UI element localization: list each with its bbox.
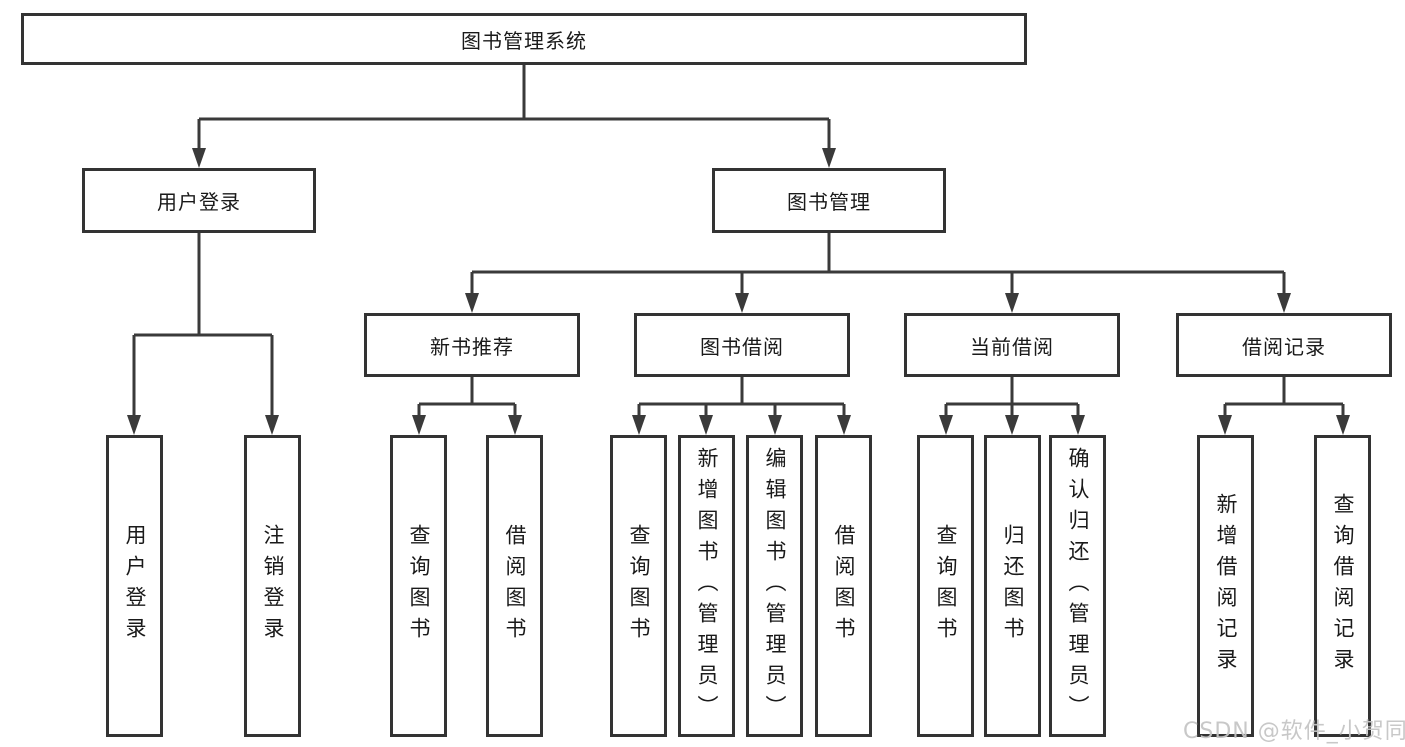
leaf-node-label: 新增图书（管理员） <box>695 446 719 726</box>
connector-current-borrow-to-leaves <box>939 377 1085 435</box>
leaf-node-add-borrow-record: 新增借阅记录 <box>1197 435 1254 737</box>
leaf-node-query-books-borrow: 查询图书 <box>610 435 667 737</box>
root-node-label: 图书管理系统 <box>461 28 587 53</box>
leaf-node-label: 用户登录 <box>123 524 147 648</box>
leaf-node-borrow-books-recommend: 借阅图书 <box>486 435 543 737</box>
leaf-node-confirm-return-admin: 确认归还（管理员） <box>1049 435 1106 737</box>
leaf-node-label: 查询图书 <box>934 524 958 648</box>
node-book-borrow: 图书借阅 <box>634 313 850 377</box>
leaf-node-label: 借阅图书 <box>832 524 856 648</box>
leaf-node-label: 查询图书 <box>407 524 431 648</box>
connector-root-to-level2 <box>192 65 836 168</box>
node-borrow-records: 借阅记录 <box>1176 313 1392 377</box>
node-new-book-recommend: 新书推荐 <box>364 313 580 377</box>
node-book-borrow-label: 图书借阅 <box>700 334 784 359</box>
node-current-borrow: 当前借阅 <box>904 313 1120 377</box>
connector-new-book-recommend-to-leaves <box>412 377 522 435</box>
leaf-node-query-borrow-record: 查询借阅记录 <box>1314 435 1371 737</box>
leaf-node-logout: 注销登录 <box>244 435 301 737</box>
node-user-login: 用户登录 <box>82 168 316 233</box>
node-current-borrow-label: 当前借阅 <box>970 334 1054 359</box>
leaf-node-return-books: 归还图书 <box>984 435 1041 737</box>
leaf-node-label: 借阅图书 <box>503 524 527 648</box>
csdn-watermark: CSDN @软件_小贺同学 <box>1183 719 1405 744</box>
connector-user-login-to-leaves <box>127 233 279 435</box>
leaf-node-label: 编辑图书（管理员） <box>763 446 787 726</box>
leaf-node-label: 查询借阅记录 <box>1331 493 1355 679</box>
leaf-node-label: 新增借阅记录 <box>1214 493 1238 679</box>
leaf-node-query-books-current: 查询图书 <box>917 435 974 737</box>
connector-book-management-to-level3 <box>465 233 1291 313</box>
leaf-node-borrow-books: 借阅图书 <box>815 435 872 737</box>
connector-borrow-records-to-leaves <box>1218 377 1350 435</box>
leaf-node-edit-books-admin: 编辑图书（管理员） <box>746 435 803 737</box>
connector-book-borrow-to-leaves <box>632 377 851 435</box>
node-borrow-records-label: 借阅记录 <box>1242 334 1326 359</box>
leaf-node-label: 查询图书 <box>627 524 651 648</box>
leaf-node-add-books-admin: 新增图书（管理员） <box>678 435 735 737</box>
node-book-management-label: 图书管理 <box>787 190 871 214</box>
root-node-system: 图书管理系统 <box>21 13 1027 65</box>
node-book-management: 图书管理 <box>712 168 946 233</box>
node-user-login-label: 用户登录 <box>157 190 241 214</box>
leaf-node-query-books-recommend: 查询图书 <box>390 435 447 737</box>
leaf-node-label: 确认归还（管理员） <box>1066 446 1090 726</box>
node-new-book-recommend-label: 新书推荐 <box>430 334 514 359</box>
leaf-node-label: 归还图书 <box>1001 524 1025 648</box>
leaf-node-label: 注销登录 <box>261 524 285 648</box>
leaf-node-user-login: 用户登录 <box>106 435 163 737</box>
